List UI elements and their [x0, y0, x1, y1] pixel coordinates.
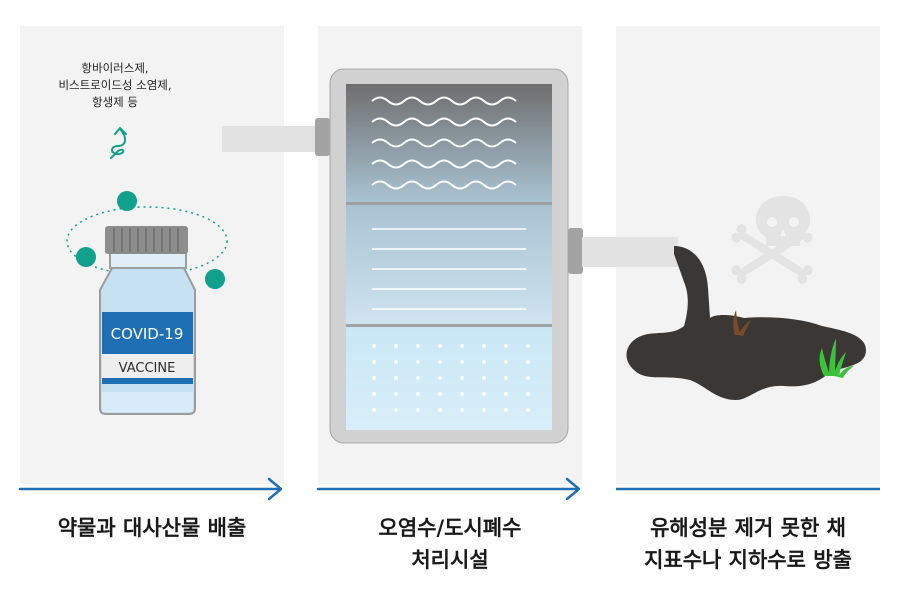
- caption-line: 지표수나 지하수로 방출: [644, 548, 852, 572]
- outlet-pipe-flange: [568, 228, 583, 274]
- caption-line: 오염수/도시폐수: [378, 516, 522, 540]
- outlet-pipe: [582, 237, 678, 267]
- stage-1-caption: 약물과 대사산물 배출: [20, 512, 284, 544]
- orbit-dot: [76, 247, 96, 267]
- molecule-icon: [110, 127, 127, 159]
- grass-icon: [819, 338, 854, 378]
- flow-arrow-1: [18, 477, 283, 501]
- skull-crossbones-icon: [731, 196, 813, 284]
- orbit-dot: [205, 269, 225, 289]
- drug-note-line: 비스트로이드성 소염제,: [58, 78, 172, 92]
- stage-2-caption: 오염수/도시폐수 처리시설: [318, 512, 582, 576]
- inlet-pipe: [222, 126, 322, 152]
- drug-note-line: 항생제 등: [92, 95, 138, 109]
- stage-3-caption: 유해성분 제거 못한 채 지표수나 지하수로 방출: [610, 512, 886, 576]
- vial-label-top: COVID-19: [111, 325, 184, 343]
- orbit-ring: [66, 206, 228, 276]
- wilted-sprout-icon: [733, 310, 751, 336]
- inlet-pipe-flange: [315, 118, 330, 156]
- treatment-tank: [329, 68, 569, 444]
- polluted-discharge: [626, 246, 866, 400]
- caption-line: 유해성분 제거 못한 채: [650, 516, 846, 540]
- vial-label-bottom: VACCINE: [119, 361, 176, 376]
- flow-arrow-2: [316, 477, 581, 501]
- vaccine-vial: COVID-19 VACCINE: [99, 226, 196, 415]
- drug-types-note: 항바이러스제, 비스트로이드성 소염제, 항생제 등: [30, 60, 200, 111]
- orbit-dot: [117, 191, 137, 211]
- caption-line: 약물과 대사산물 배출: [57, 516, 247, 540]
- caption-line: 처리시설: [411, 548, 489, 572]
- drug-note-line: 항바이러스제,: [81, 61, 149, 75]
